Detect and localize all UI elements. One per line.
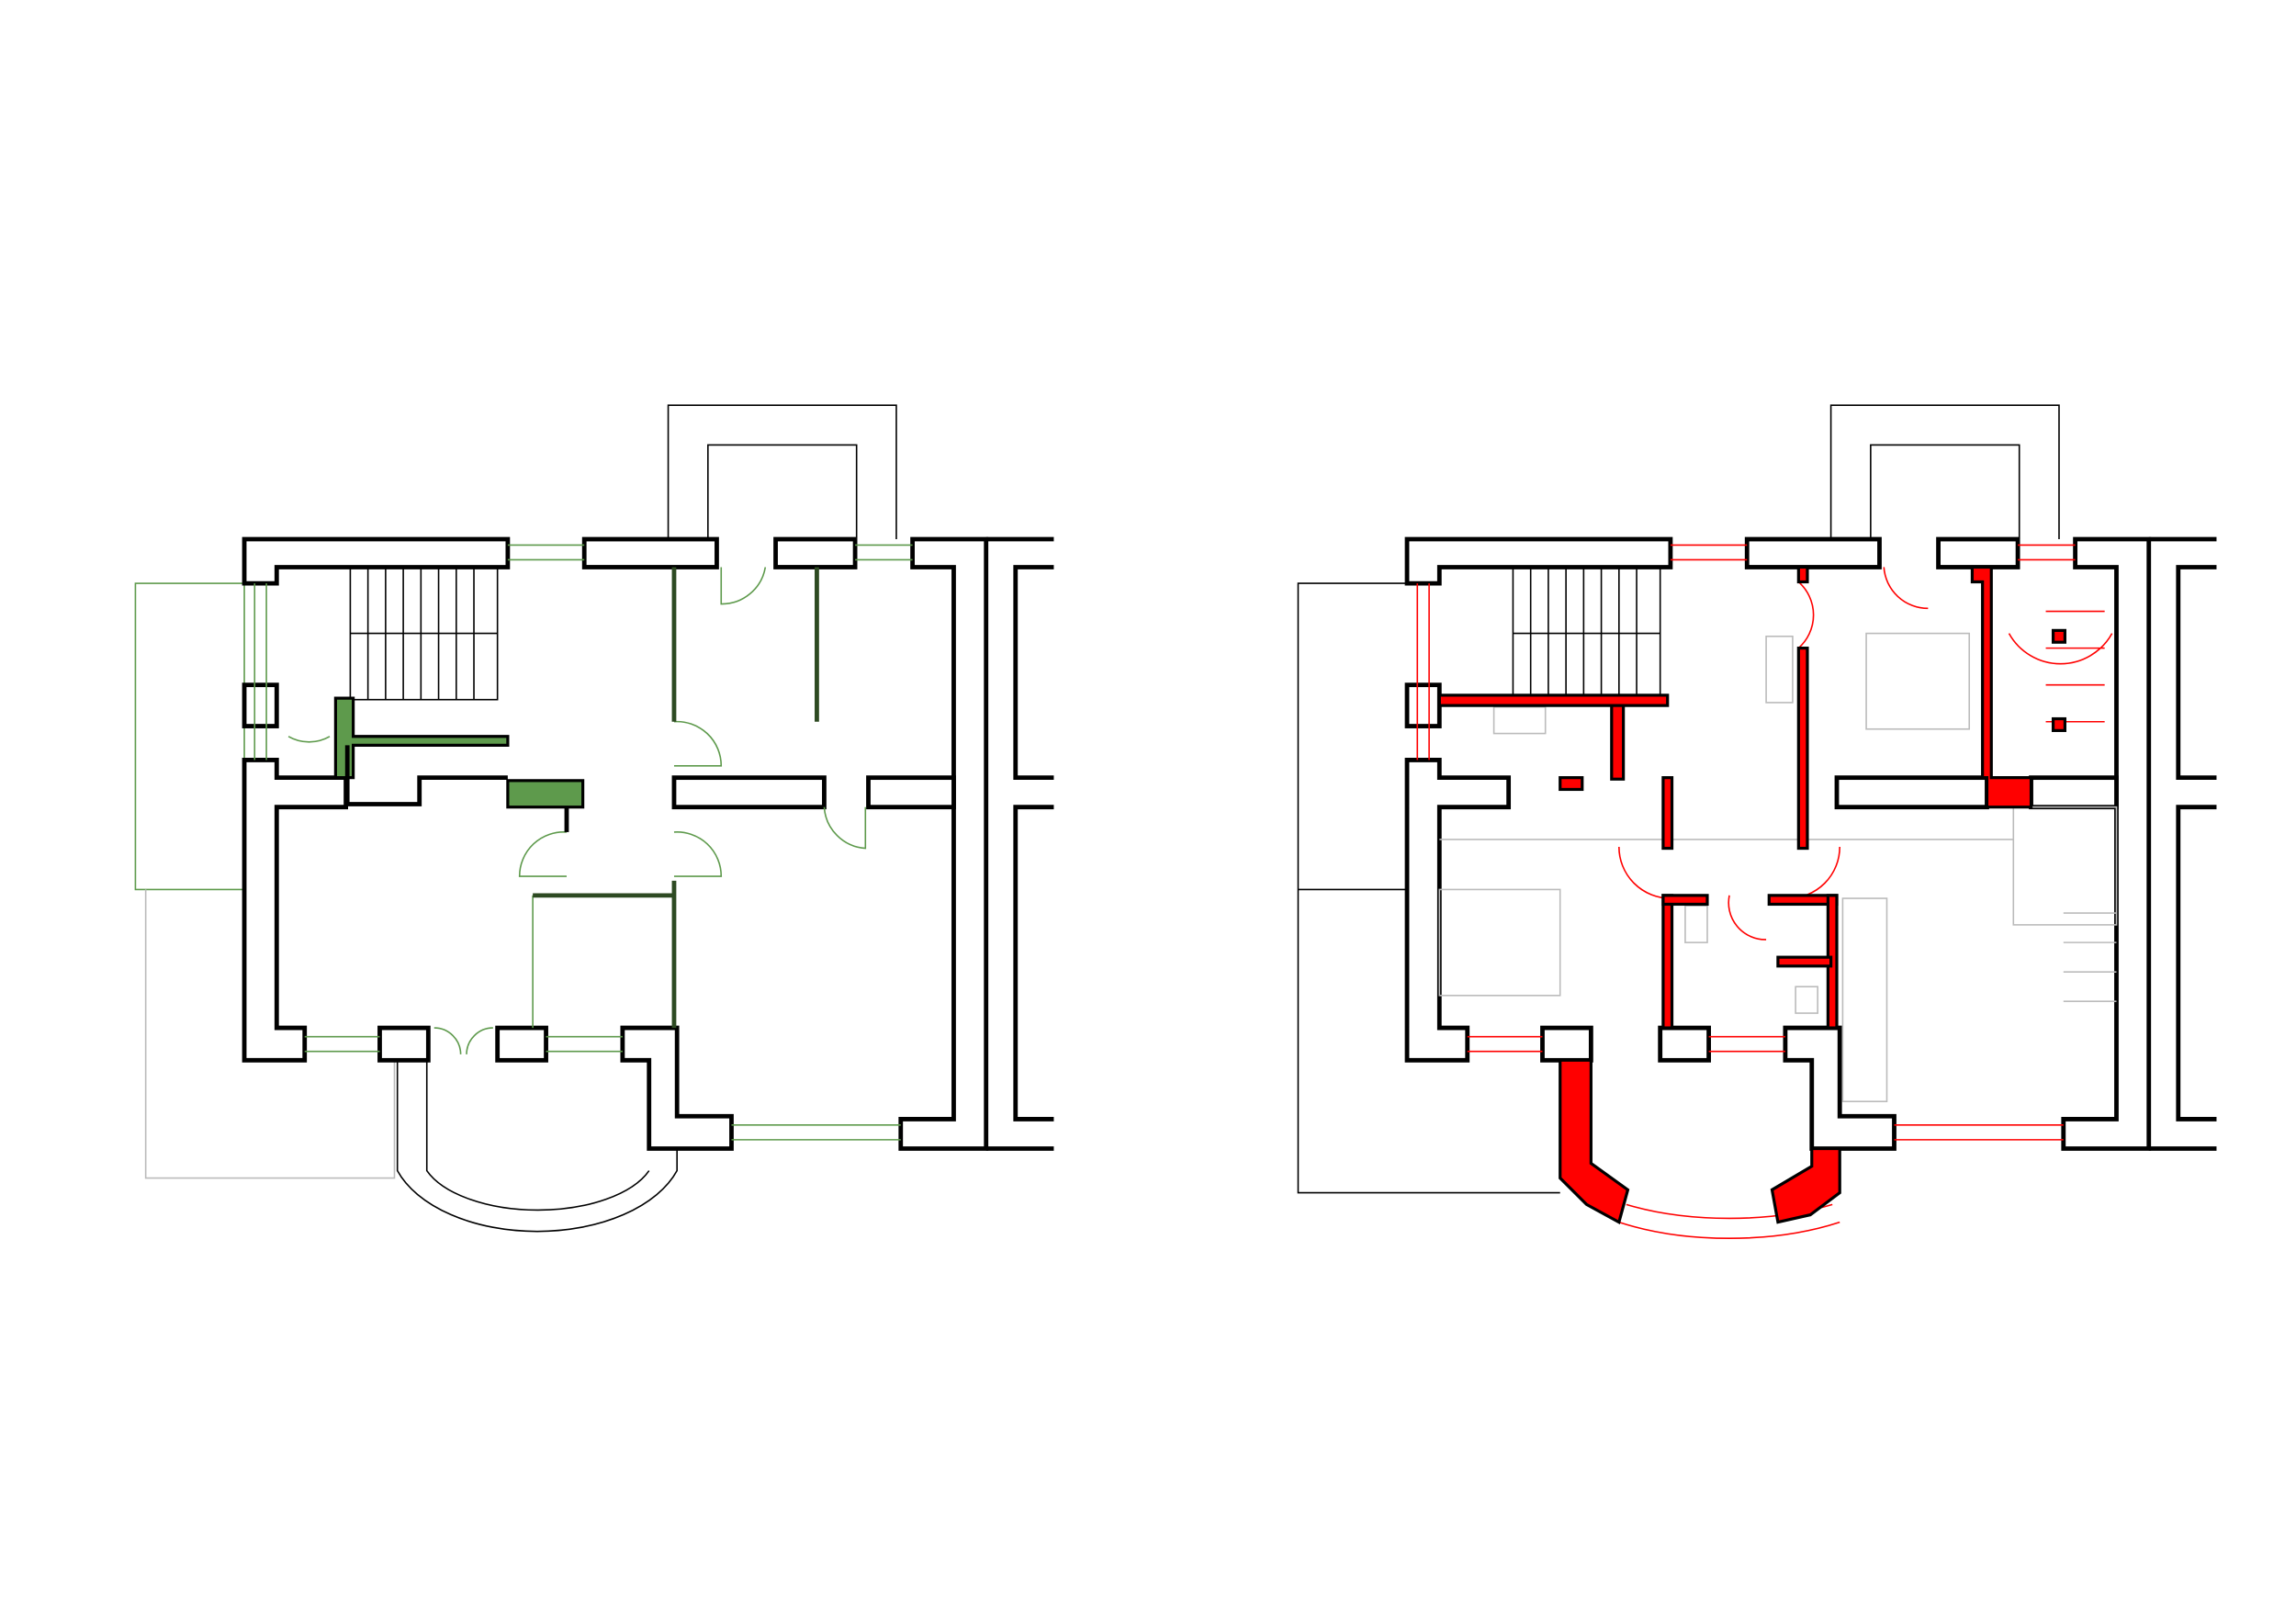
existing-partitions	[533, 567, 819, 1029]
removed-block-green	[506, 779, 585, 809]
windows-proposed	[1416, 544, 2113, 1240]
new-walls-red	[1437, 565, 2066, 1224]
existing-floor-plan	[134, 405, 1053, 1233]
windows-existing	[253, 544, 913, 1141]
terrace-outline	[134, 582, 245, 891]
removed-wall-green	[333, 696, 510, 780]
proposed-floor-plan	[1297, 405, 2216, 1240]
